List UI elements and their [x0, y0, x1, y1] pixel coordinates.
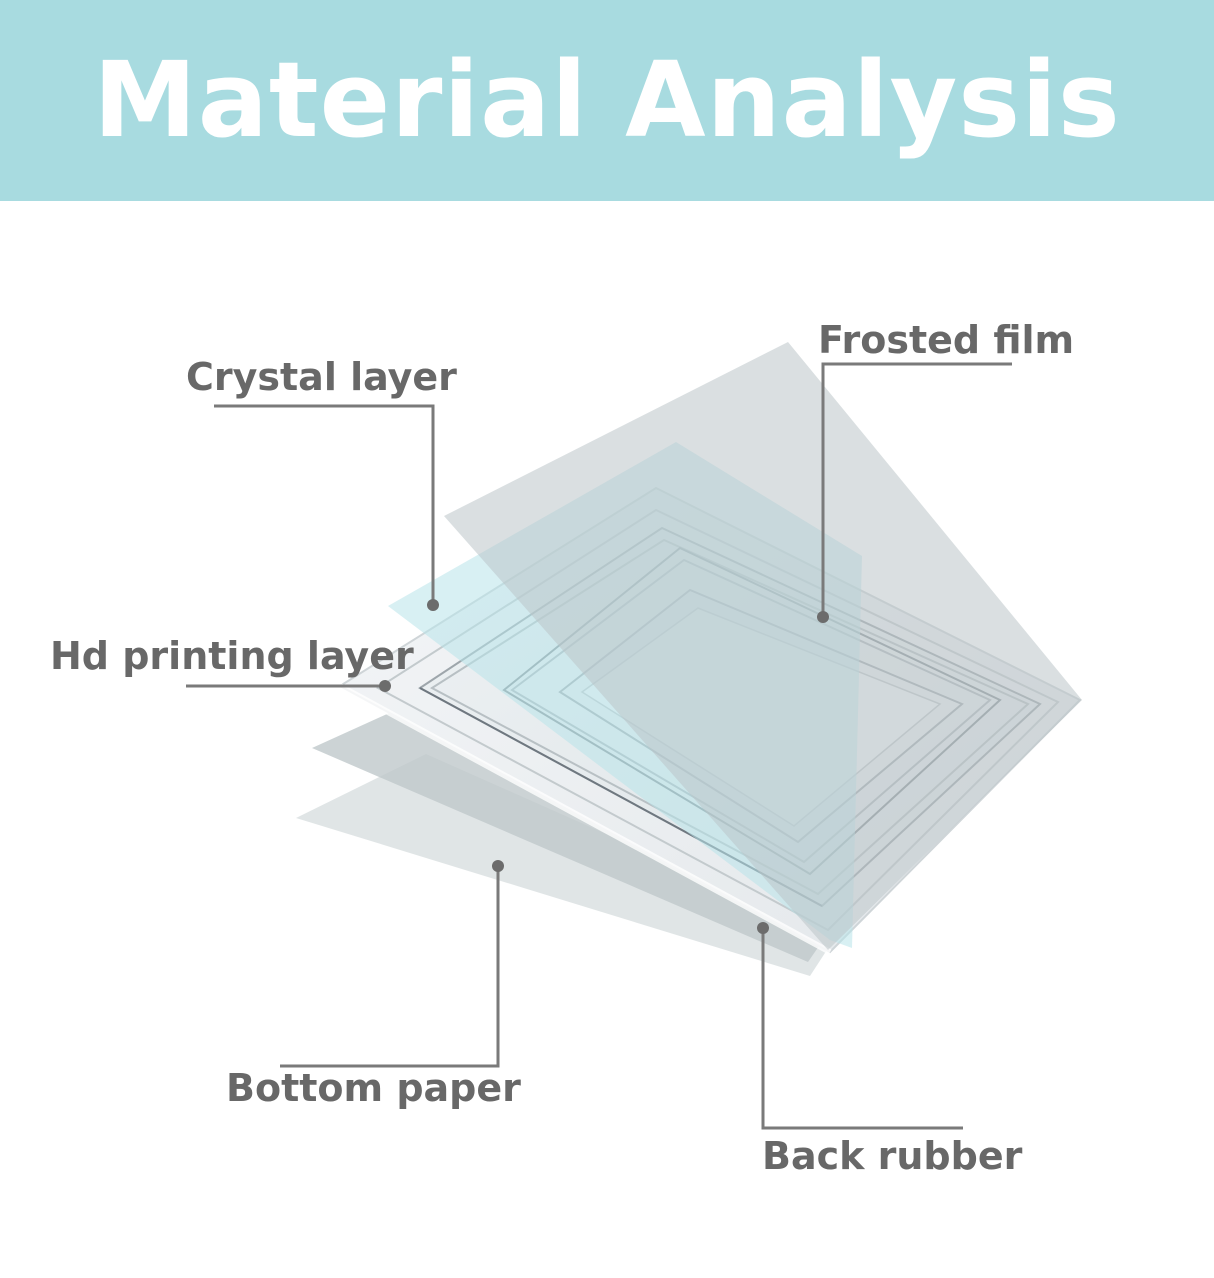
back-rubber-label: Back rubber: [762, 1134, 1023, 1178]
hd-printing-layer-label: Hd printing layer: [50, 634, 414, 678]
frosted-film-leader: [821, 362, 1012, 616]
bottom-paper-sheet: [296, 754, 836, 976]
frosted-film-label: Frosted film: [818, 318, 1075, 362]
bottom-paper-label: Bottom paper: [226, 1066, 521, 1110]
frosted-film-sheet: [444, 342, 1082, 950]
crystal-layer-label: Crystal layer: [186, 355, 457, 399]
frosted-film-marker: [817, 611, 829, 623]
bottom-paper-marker: [492, 860, 504, 872]
page-title: Material Analysis: [93, 39, 1121, 161]
crystal-layer-leader: [214, 404, 435, 604]
back-rubber-leader: [761, 928, 963, 1130]
bottom-paper-leader: [280, 866, 500, 1068]
back-rubber-marker: [757, 922, 769, 934]
header-banner: Material Analysis: [0, 0, 1214, 201]
crystal-layer-marker: [427, 599, 439, 611]
hd-printing-layer-marker: [379, 680, 391, 692]
back-rubber-sheet: [312, 700, 830, 962]
